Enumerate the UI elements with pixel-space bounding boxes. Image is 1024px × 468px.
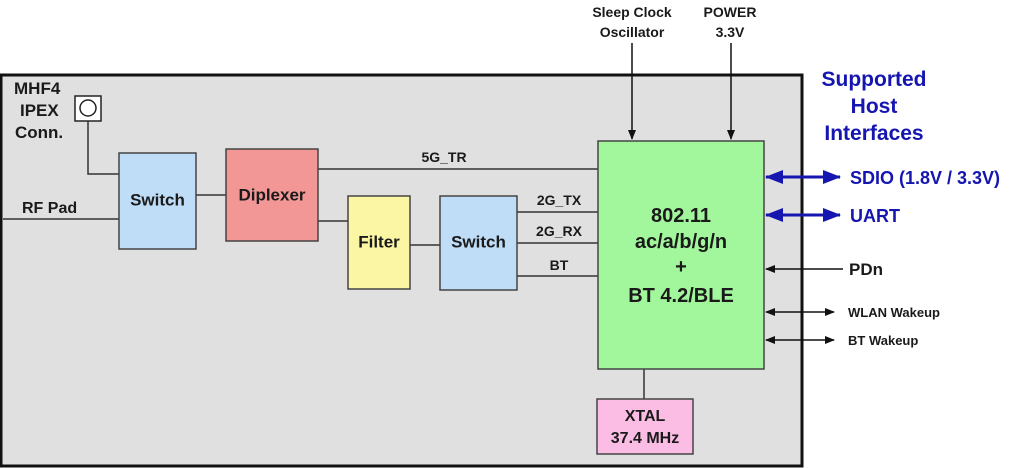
signal-5g-tr-label: 5G_TR — [421, 149, 466, 165]
ipex-connector-icon — [79, 99, 97, 117]
xtal-block — [596, 398, 694, 455]
sleep-clock-label-2: Oscillator — [600, 24, 665, 40]
signal-bt-label: BT — [550, 257, 569, 273]
chip-label-4: BT 4.2/BLE — [628, 285, 734, 307]
switch2-label: Switch — [451, 232, 506, 251]
chip-label-2: ac/a/b/g/n — [635, 231, 727, 253]
diplexer-label: Diplexer — [238, 185, 305, 204]
filter-label: Filter — [358, 232, 400, 251]
power-label-2: 3.3V — [716, 24, 745, 40]
diplexer-block — [225, 148, 319, 242]
host-interfaces-title-3: Interfaces — [824, 122, 923, 145]
sdio-label: SDIO (1.8V / 3.3V) — [850, 168, 1000, 188]
host-interfaces-title-1: Supported — [822, 68, 927, 91]
switch1-label: Switch — [130, 190, 185, 209]
pdn-label: PDn — [849, 260, 883, 279]
xtal-label-2: 37.4 MHz — [611, 430, 679, 447]
filter-block — [347, 195, 411, 290]
rf-pad-label: RF Pad — [22, 200, 77, 217]
chip-label-3: + — [675, 256, 687, 278]
chip-label-1: 802.11 — [651, 205, 711, 227]
signal-2g-tx-label: 2G_TX — [537, 192, 582, 208]
host-interfaces-title-2: Host — [851, 95, 898, 118]
switch1-block — [118, 152, 197, 250]
connector-label-1: MHF4 — [14, 79, 61, 98]
bt-wakeup-label: BT Wakeup — [848, 333, 918, 348]
wire-ipex-switch — [87, 121, 119, 175]
uart-label: UART — [850, 206, 900, 226]
wifi-bt-chip-block — [597, 140, 765, 370]
connector-label-2: IPEX — [20, 101, 59, 120]
power-label-1: POWER — [704, 4, 757, 20]
connector-label-3: Conn. — [15, 123, 63, 142]
signal-2g-rx-label: 2G_RX — [536, 223, 583, 239]
switch2-block — [439, 195, 518, 291]
sleep-clock-label-1: Sleep Clock — [592, 4, 672, 20]
xtal-label-1: XTAL — [625, 408, 666, 425]
wlan-wakeup-label: WLAN Wakeup — [848, 305, 940, 320]
